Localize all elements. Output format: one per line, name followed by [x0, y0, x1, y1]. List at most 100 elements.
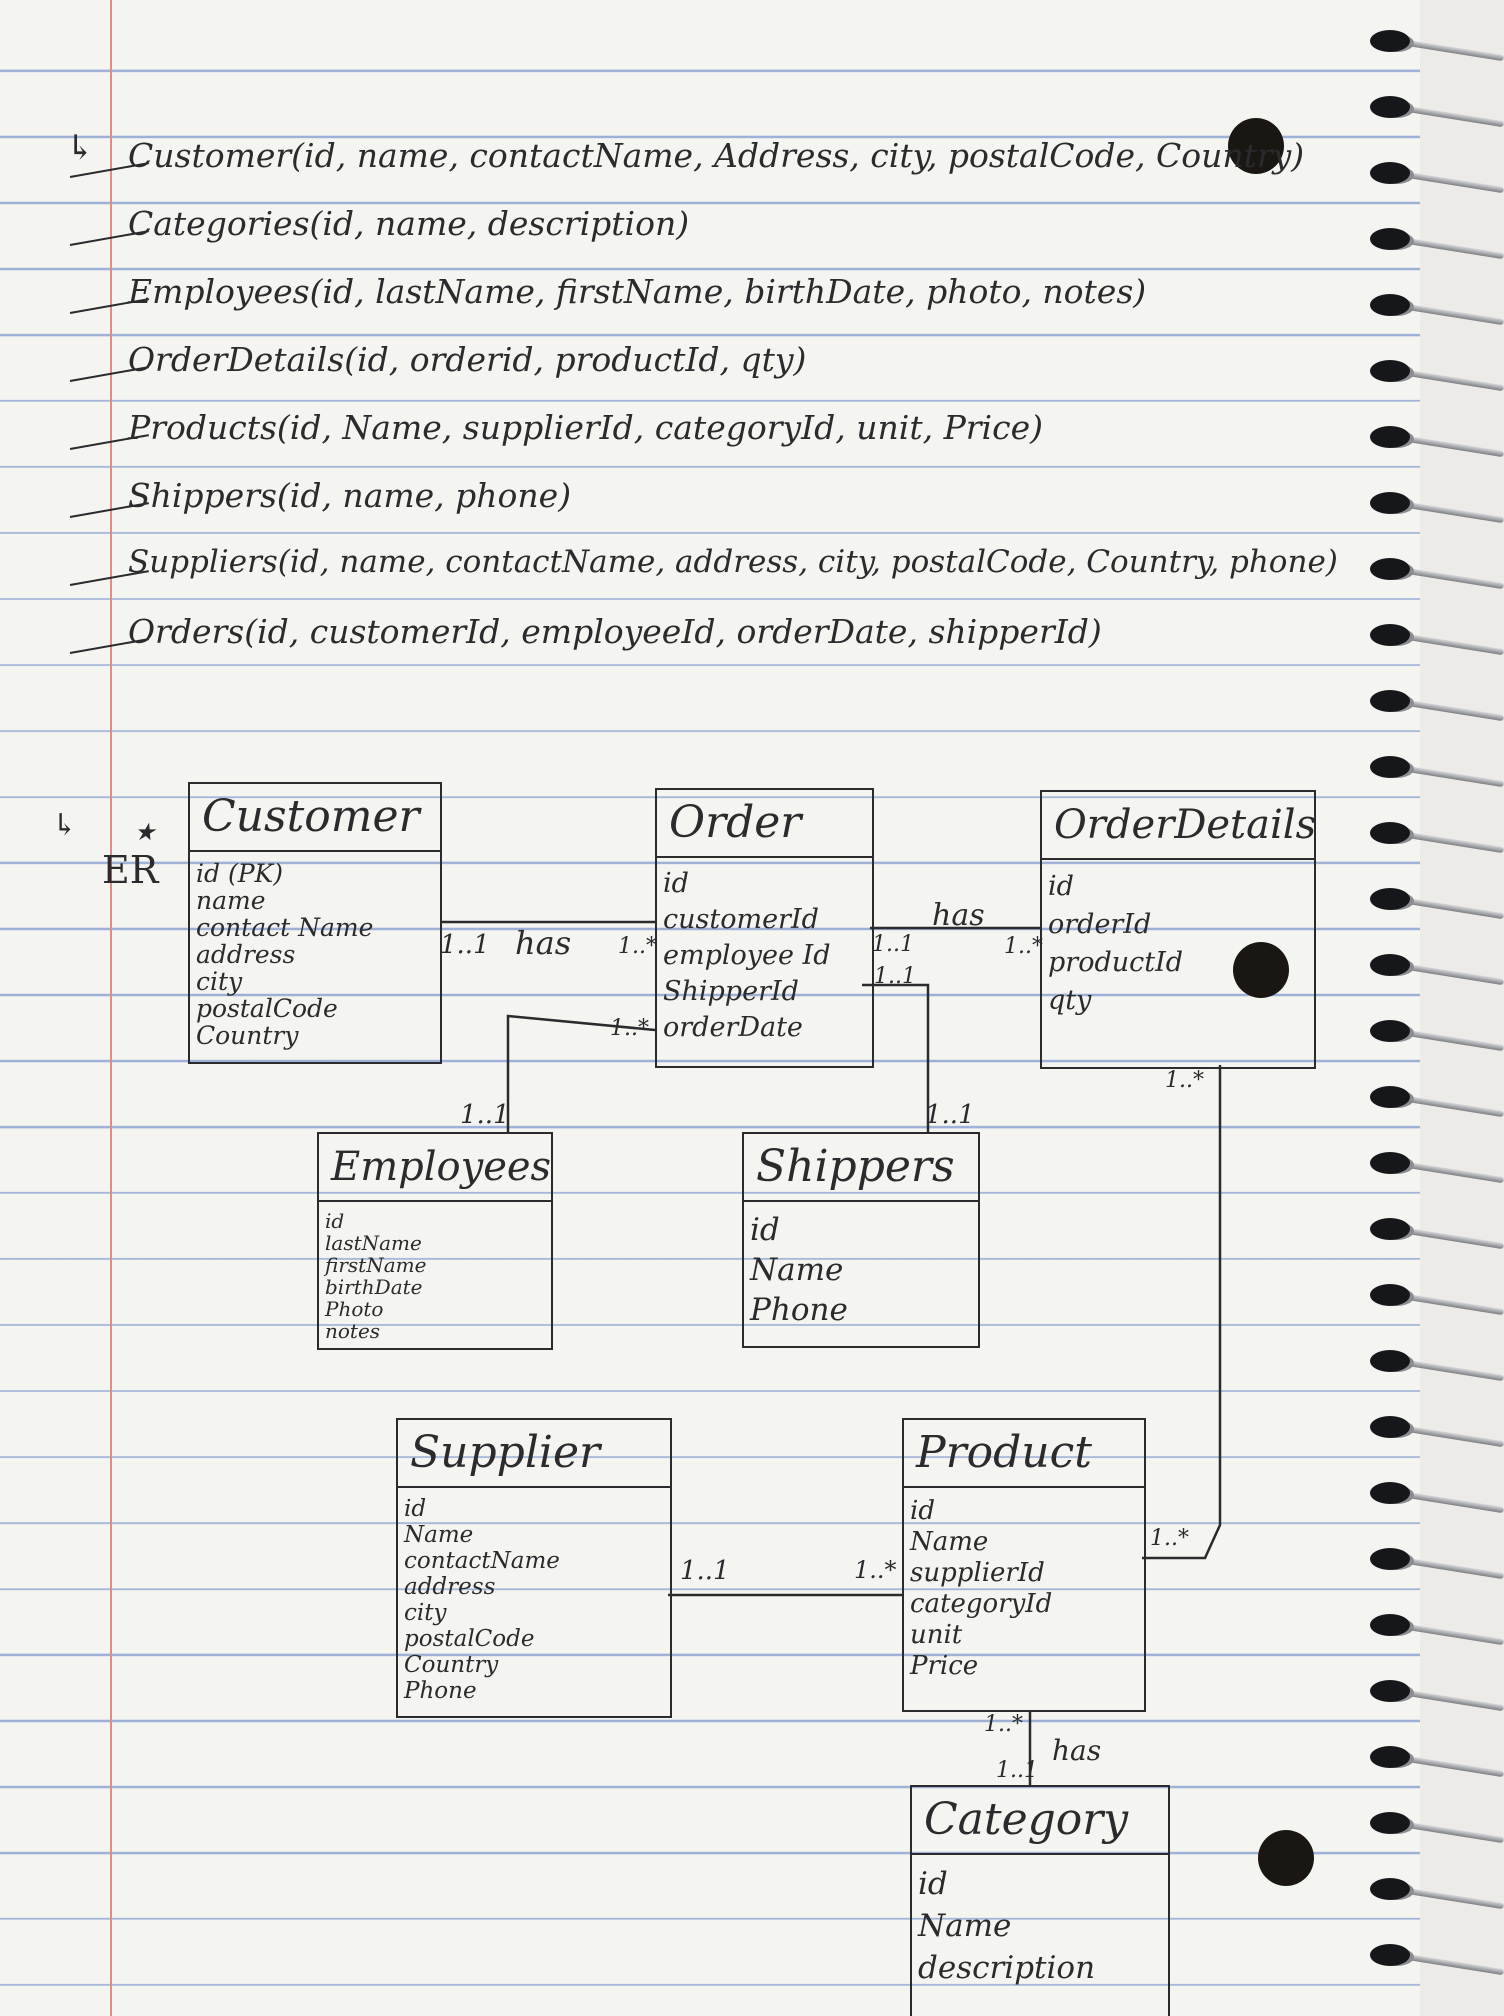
- attribute: contactName: [404, 1548, 560, 1574]
- attribute: lastName: [325, 1231, 422, 1255]
- attribute-list: id lastName firstName birthDate Photo no…: [319, 1202, 551, 1342]
- entity-employees[interactable]: Employees id lastName firstName birthDat…: [317, 1132, 553, 1350]
- entity-title: Shippers: [744, 1134, 978, 1202]
- relationship-label: has: [1052, 1734, 1102, 1767]
- binding-ring: [1370, 1350, 1410, 1372]
- attribute: Price: [910, 1651, 979, 1681]
- attribute: birthDate: [325, 1275, 423, 1299]
- star-icon: ★: [134, 818, 156, 846]
- attribute: ShipperId: [663, 976, 799, 1007]
- schema-line: OrderDetails(id, orderid, productId, qty…: [128, 340, 807, 379]
- binding-ring: [1370, 1020, 1410, 1042]
- binding-ring: [1370, 1680, 1410, 1702]
- binding-ring: [1370, 1746, 1410, 1768]
- attribute: Country: [196, 1021, 299, 1050]
- binding-ring: [1370, 1218, 1410, 1240]
- entity-title: Product: [904, 1420, 1144, 1488]
- schema-line: Orders(id, customerId, employeeId, order…: [128, 612, 1102, 651]
- attribute: address: [404, 1574, 496, 1600]
- entity-shippers[interactable]: Shippers id Name Phone: [742, 1132, 980, 1348]
- cardinality-label: 1..*: [1004, 934, 1043, 959]
- binding-ring: [1370, 492, 1410, 514]
- attribute-list: id orderId productId qty: [1042, 860, 1314, 1020]
- binding-ring: [1370, 162, 1410, 184]
- binding-ring: [1370, 1548, 1410, 1570]
- binding-ring: [1370, 1416, 1410, 1438]
- attribute: orderId: [1048, 909, 1152, 940]
- binding-ring: [1370, 1878, 1410, 1900]
- attribute: Name: [918, 1908, 1012, 1944]
- notebook-page: [0, 0, 1420, 2016]
- cardinality-label: 1..1: [440, 930, 490, 960]
- cardinality-label: 1..*: [610, 1016, 649, 1041]
- attribute: city: [404, 1600, 447, 1626]
- entity-order-details[interactable]: OrderDetails id orderId productId qty: [1040, 790, 1316, 1069]
- schema-line: Categories(id, name, description): [128, 204, 690, 243]
- attribute: productId: [1048, 947, 1184, 978]
- binding-ring: [1370, 624, 1410, 646]
- entity-supplier[interactable]: Supplier id Name contactName address cit…: [396, 1418, 672, 1718]
- schema-line: Customer(id, name, contactName, Address,…: [128, 136, 1305, 175]
- attribute: Name: [910, 1527, 989, 1557]
- attribute-list: id Name supplierId categoryId unit Price: [904, 1488, 1144, 1682]
- attribute: description: [918, 1950, 1096, 1986]
- binding-ring: [1370, 822, 1410, 844]
- entity-product[interactable]: Product id Name supplierId categoryId un…: [902, 1418, 1146, 1712]
- binding-ring: [1370, 96, 1410, 118]
- er-label: ER: [102, 848, 159, 892]
- binding-ring: [1370, 756, 1410, 778]
- binding-ring: [1370, 426, 1410, 448]
- attribute: supplierId: [910, 1558, 1045, 1588]
- attribute: id: [404, 1496, 427, 1522]
- attribute: categoryId: [910, 1589, 1053, 1619]
- attribute: employee Id: [663, 940, 831, 971]
- binding-ring: [1370, 954, 1410, 976]
- attribute: name: [196, 886, 266, 915]
- cardinality-label: 1..*: [1150, 1526, 1189, 1551]
- cardinality-label: 1..1: [996, 1758, 1038, 1783]
- binding-ring: [1370, 360, 1410, 382]
- cardinality-label: 1..*: [618, 934, 657, 959]
- attribute: id: [663, 868, 689, 899]
- binding-ring: [1370, 1152, 1410, 1174]
- attribute: qty: [1048, 985, 1092, 1016]
- cardinality-label: 1..1: [874, 964, 916, 989]
- attribute: unit: [910, 1620, 963, 1650]
- punch-hole: [1228, 118, 1284, 174]
- attribute: id: [918, 1866, 948, 1902]
- attribute: Name: [750, 1252, 844, 1288]
- attribute: postalCode: [196, 994, 338, 1023]
- attribute: postalCode: [404, 1626, 535, 1652]
- attribute: contact Name: [196, 913, 374, 942]
- attribute: id (PK): [196, 859, 283, 888]
- margin-line: [110, 0, 112, 2016]
- attribute: id: [750, 1212, 780, 1248]
- arrow-bullet: ↳: [66, 128, 95, 168]
- binding-ring: [1370, 558, 1410, 580]
- attribute: city: [196, 967, 243, 996]
- binding-ring: [1370, 690, 1410, 712]
- binding-ring: [1370, 228, 1410, 250]
- attribute: customerId: [663, 904, 819, 935]
- entity-title: Order: [657, 790, 872, 858]
- punch-hole: [1233, 942, 1289, 998]
- entity-title: Supplier: [398, 1420, 670, 1488]
- binding-ring: [1370, 1944, 1410, 1966]
- attribute-list: id (PK) name contact Name address city p…: [190, 852, 440, 1049]
- cardinality-label: 1..1: [925, 1100, 975, 1130]
- attribute: Photo: [325, 1297, 384, 1321]
- entity-customer[interactable]: Customer id (PK) name contact Name addre…: [188, 782, 442, 1064]
- entity-title: Employees: [319, 1134, 551, 1202]
- attribute-list: id Name description: [912, 1855, 1168, 1989]
- entity-title: Customer: [190, 784, 440, 852]
- attribute: Phone: [750, 1292, 848, 1328]
- relationship-label: has: [515, 924, 572, 962]
- entity-order[interactable]: Order id customerId employee Id ShipperI…: [655, 788, 874, 1068]
- cardinality-label: 1..1: [680, 1556, 730, 1586]
- schema-line: Shippers(id, name, phone): [128, 476, 572, 515]
- binding-ring: [1370, 1284, 1410, 1306]
- schema-line: Products(id, Name, supplierId, categoryI…: [128, 408, 1043, 447]
- binding-ring: [1370, 1086, 1410, 1108]
- attribute-list: id customerId employee Id ShipperId orde…: [657, 858, 872, 1046]
- entity-category[interactable]: Category id Name description: [910, 1785, 1170, 2016]
